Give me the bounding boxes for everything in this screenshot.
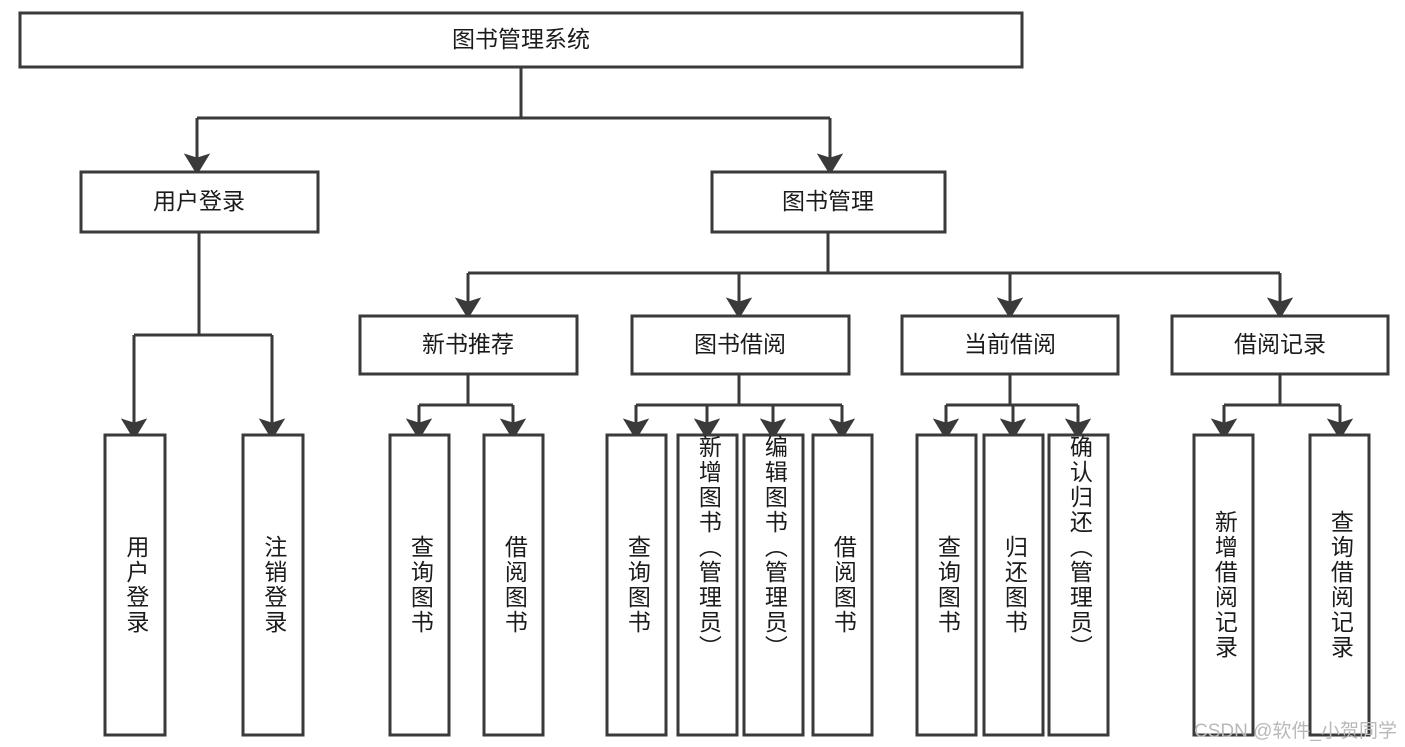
edges-new-book-rec xyxy=(405,374,527,440)
node-book-manage[interactable]: 图书管理 xyxy=(710,170,947,234)
leaf-box-new-book-rec-1[interactable] xyxy=(482,433,545,737)
leaf-box-current-borrow-1[interactable] xyxy=(982,433,1045,737)
node-root-label: 图书管理系统 xyxy=(452,26,590,52)
leaf-box-book-borrow-1[interactable] xyxy=(676,433,739,737)
leaf-box-book-borrow-0[interactable] xyxy=(605,433,668,737)
leaf-box-borrow-record-0[interactable] xyxy=(1192,433,1255,737)
node-borrow-record-label: 借阅记录 xyxy=(1234,331,1326,357)
node-current-borrow[interactable]: 当前借阅 xyxy=(900,314,1120,376)
node-new-book-rec[interactable]: 新书推荐 xyxy=(358,314,579,376)
leaf-box-user-login-0[interactable] xyxy=(103,433,167,737)
leaf-box-book-borrow-2[interactable] xyxy=(742,433,805,737)
edges-borrow-record xyxy=(1210,374,1354,440)
edges-book-manage xyxy=(454,232,1294,319)
leaf-box-user-login-1[interactable] xyxy=(241,433,305,737)
node-root[interactable]: 图书管理系统 xyxy=(18,11,1024,69)
node-book-manage-label: 图书管理 xyxy=(782,188,874,214)
node-borrow-record[interactable]: 借阅记录 xyxy=(1170,314,1390,376)
edges-book-borrow xyxy=(622,374,856,440)
leaf-box-borrow-record-1[interactable] xyxy=(1308,433,1371,737)
leaf-box-new-book-rec-0[interactable] xyxy=(388,433,451,737)
watermark-text: CSDN @软件_小贺同学 xyxy=(1194,721,1397,742)
node-user-login-label: 用户登录 xyxy=(153,188,245,214)
leaf-box-book-borrow-3[interactable] xyxy=(811,433,874,737)
leaf-boxes xyxy=(103,433,1371,737)
leaf-box-current-borrow-0[interactable] xyxy=(915,433,978,737)
edges-root xyxy=(183,67,844,175)
leaf-box-current-borrow-2[interactable] xyxy=(1047,433,1110,737)
edges-user-login xyxy=(120,232,286,440)
node-user-login[interactable]: 用户登录 xyxy=(79,170,320,234)
node-book-borrow[interactable]: 图书借阅 xyxy=(630,314,851,376)
edges-current-borrow xyxy=(932,374,1092,440)
node-book-borrow-label: 图书借阅 xyxy=(694,331,786,357)
node-new-book-rec-label: 新书推荐 xyxy=(422,331,514,357)
node-current-borrow-label: 当前借阅 xyxy=(964,331,1056,357)
